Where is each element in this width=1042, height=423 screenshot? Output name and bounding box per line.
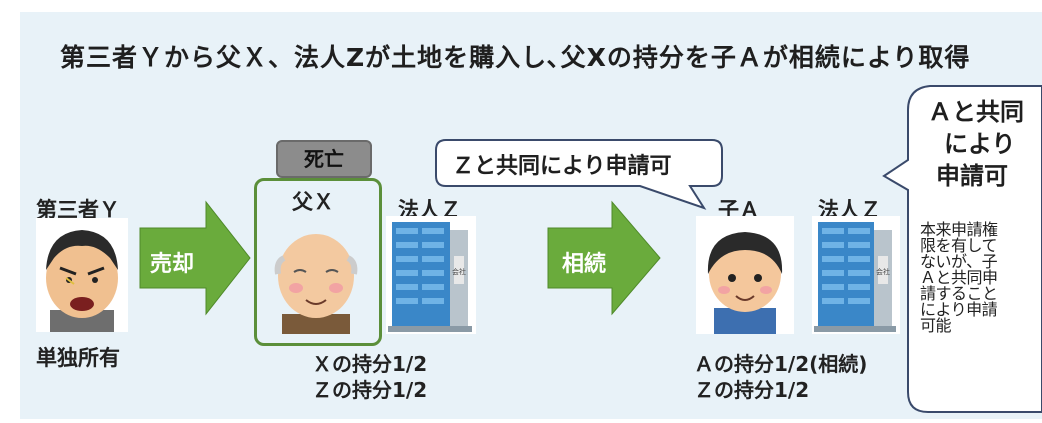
inherit-arrow-label: 相続 <box>562 252 607 277</box>
shares-after-line1: Ａの持分1/2(相続) <box>694 352 868 376</box>
elderly-man-icon <box>274 234 358 334</box>
note-line: により申請 <box>920 300 998 319</box>
diagram-title: 第三者Ｙから父Ｘ、法人Zが土地を購入し､父Xの持分を子Ａが相続により取得 <box>60 43 971 72</box>
shares-before-line2: Ｚの持分1/2 <box>312 378 428 402</box>
center-speech-bubble <box>435 139 723 210</box>
sale-arrow-label: 売却 <box>150 252 195 277</box>
boy-icon <box>707 232 783 334</box>
shares-before-line1: Ｘの持分1/2 <box>312 352 428 376</box>
deceased-tag: 死亡 <box>276 140 372 178</box>
right-bubble-heading-line3: 申請可 <box>936 162 1008 190</box>
corp-right-building: 会社 <box>812 216 900 334</box>
father-avatar <box>264 218 368 334</box>
sale-arrow <box>139 200 251 316</box>
third-party-avatar <box>36 218 128 332</box>
father-label: 父Ｘ <box>292 190 334 214</box>
right-bubble-heading-line1: Ａと共同 <box>928 98 1024 126</box>
right-bubble-heading-line2: により <box>944 130 1016 158</box>
note-line: 本来申請権 <box>920 220 998 239</box>
note-line: 限を有して <box>920 236 998 255</box>
shares-after-line2: Ｚの持分1/2 <box>694 378 810 402</box>
office-building-icon: 会社 <box>814 222 896 332</box>
child-avatar <box>696 216 794 334</box>
right-bubble-note: 本来申請権 限を有して ないが、子 Ａと共同申 請すること により申請 可能 <box>920 222 1028 334</box>
father-highlight-frame <box>254 178 382 346</box>
note-line: 請すること <box>920 284 998 303</box>
corp-left-building: 会社 <box>386 216 476 334</box>
third-party-caption: 単独所有 <box>36 346 120 370</box>
note-line: 可能 <box>920 316 952 335</box>
office-building-icon: 会社 <box>388 222 472 332</box>
note-line: ないが、子 <box>920 252 998 271</box>
right-speech-bubble <box>882 85 1042 413</box>
inherit-arrow <box>547 200 661 316</box>
background-panel <box>20 12 1042 419</box>
corp-left-building-sign: 会社 <box>452 267 466 276</box>
note-line: Ａと共同申 <box>920 268 998 287</box>
center-bubble-text: Ｚと共同により申請可 <box>452 154 672 179</box>
corp-right-building-sign: 会社 <box>876 267 890 276</box>
angry-man-icon <box>46 230 118 332</box>
